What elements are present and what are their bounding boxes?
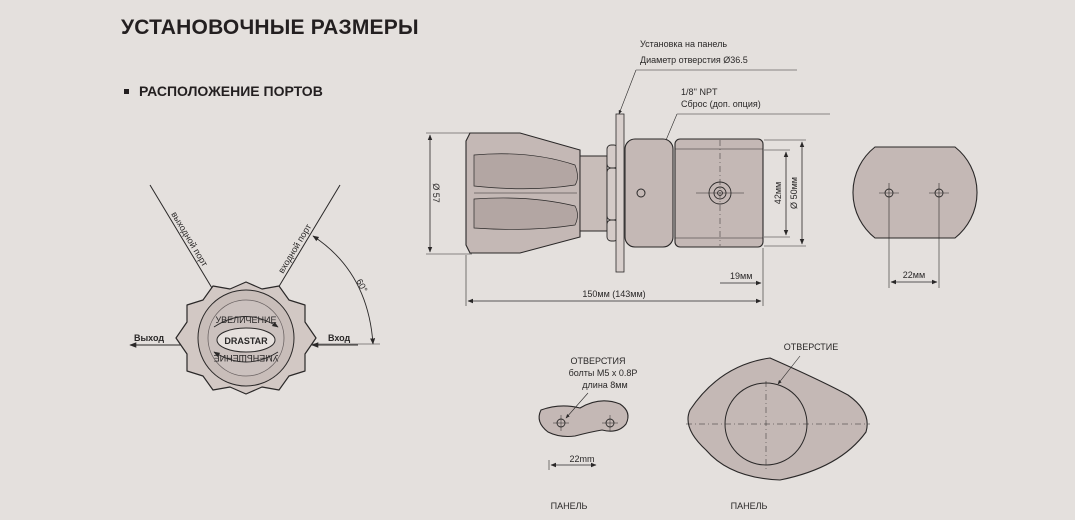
large-panel-label: ПАНЕЛЬ (731, 501, 768, 511)
angle-label: 60° (354, 277, 369, 294)
hole-diameter-label: Диаметр отверстия Ø36.5 (640, 55, 748, 65)
end-dim22-label: 22мм (903, 270, 925, 280)
dia50-label: Ø 50мм (789, 177, 799, 209)
angle-arc (312, 235, 376, 345)
panel-cutout-small: ОТВЕРСТИЯ болты M5 x 0.8P длина 8мм 22mm… (538, 356, 638, 511)
panel-mount-label: Установка на панель (640, 39, 727, 49)
length-label: длина 8мм (582, 380, 627, 390)
section-title: РАСПОЛОЖЕНИЕ ПОРТОВ (139, 83, 323, 99)
decrease-label: УМЕНЬШЕНИЕ (214, 353, 279, 363)
brand-label: DRASTAR (224, 336, 268, 346)
relief-port (636, 188, 646, 198)
inlet-label: Вход (328, 333, 351, 343)
body-front (624, 138, 674, 248)
decrease-arrow (213, 351, 279, 363)
npt-label: 1/8'' NPT (681, 87, 718, 97)
small-panel-shape (538, 400, 629, 438)
brand-badge (216, 327, 276, 353)
mount-panel (615, 113, 625, 273)
side-view: Установка на панель Диаметр отверстия Ø3… (426, 39, 830, 306)
outlet-label: Выход (134, 333, 164, 343)
section-bullet (124, 89, 129, 94)
dim150-label: 150мм (143мм) (582, 289, 645, 299)
hole-label: ОТВЕРСТИЕ (784, 342, 839, 352)
dim19-label: 19мм (730, 271, 752, 281)
holes-label: ОТВЕРСТИЯ (570, 356, 625, 366)
end-view-body (852, 146, 978, 239)
increase-label: УВЕЛИЧЕНИЕ (215, 315, 276, 325)
knob-top-view: выходной порт входной порт 60° DRASTAR У… (129, 184, 380, 395)
dia57-label: Ø 57 (431, 183, 441, 203)
panel-dim22-label: 22mm (569, 454, 594, 464)
inlet-port-label: входной порт (276, 222, 313, 275)
outlet-port-label: выходной порт (169, 210, 210, 268)
increase-arrow (213, 316, 279, 328)
small-panel-label: ПАНЕЛЬ (551, 501, 588, 511)
relief-label: Сброс (доп. опция) (681, 99, 761, 109)
panel-cutout-large: ОТВЕРСТИЕ ПАНЕЛЬ (686, 342, 870, 511)
bolts-label: болты M5 x 0.8P (569, 368, 638, 378)
dim42-label: 42мм (773, 182, 783, 204)
end-view: 22мм (852, 146, 978, 288)
page-title: УСТАНОВОЧНЫЕ РАЗМЕРЫ (121, 16, 419, 39)
